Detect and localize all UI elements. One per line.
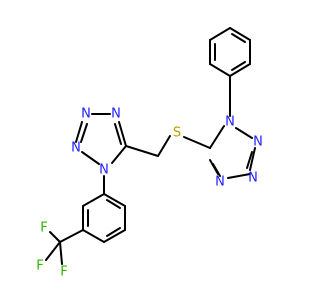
fluorine-3-label: F	[60, 265, 67, 280]
tetrazole-a-n1-label: N	[99, 163, 109, 178]
tetrazole-b-n1-label: N	[225, 115, 235, 130]
tetrazole-b-n3-label: N	[248, 171, 258, 186]
molecule-structure: N N N N S N N N N F F F	[36, 27, 263, 280]
tetrazole-a-n4-label: N	[111, 107, 121, 122]
tetrazole-a-n2-label: N	[71, 141, 81, 156]
fluorine-1-label: F	[40, 221, 47, 236]
atom-label-layer: N N N N S N N N N F F F	[36, 107, 263, 280]
bond-layer	[45, 27, 256, 265]
tetrazole-a-n3-label: N	[81, 107, 91, 122]
sulfur-label: S	[173, 126, 181, 141]
tetrazole-b-n4-label: N	[215, 175, 225, 190]
tetrazole-b-n2-label: N	[253, 135, 263, 150]
fluorine-2-label: F	[36, 259, 43, 274]
